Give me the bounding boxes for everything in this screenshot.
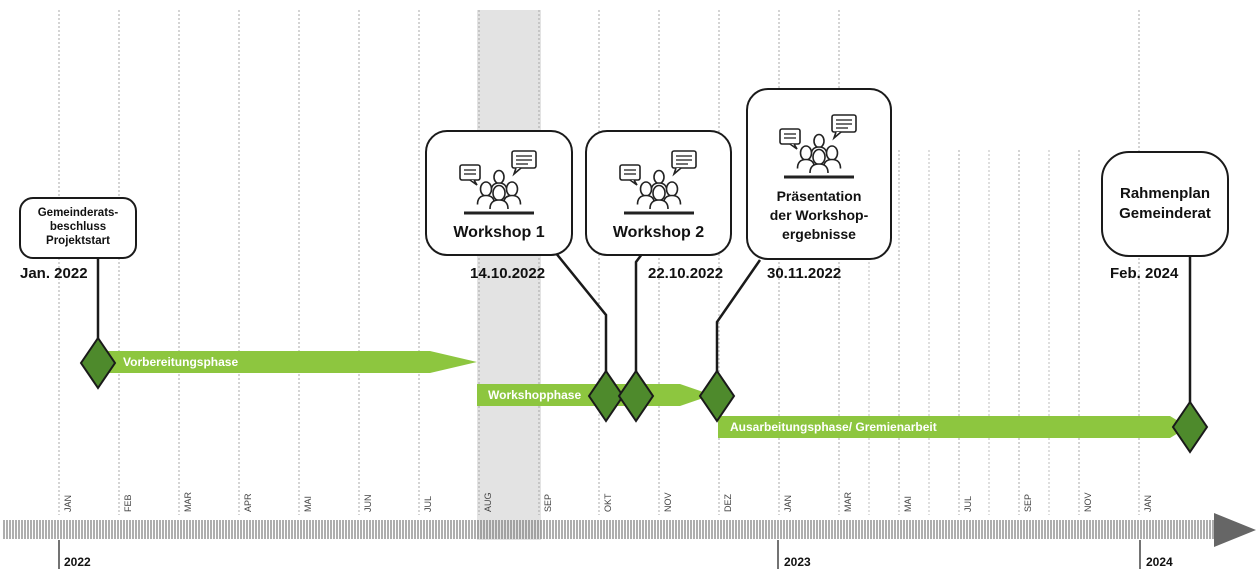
milestone-diamond-projektstart <box>79 336 117 390</box>
milestone-projektstart: Gemeinderats- beschluss Projektstart <box>19 197 137 259</box>
meeting-people-icon <box>456 147 542 219</box>
ruler-arrow <box>1214 513 1256 547</box>
milestone-workshop2: Workshop 2 <box>585 130 732 256</box>
milestone-workshop2-date: 22.10.2022 <box>648 265 724 282</box>
milestone-rahmenplan: Rahmenplan Gemeinderat <box>1101 151 1229 257</box>
milestone-diamond-rahmenplan <box>1171 400 1209 454</box>
phase-arrow-ausarbeitung <box>718 416 1188 438</box>
phase-arrow-vorbereitung <box>100 351 477 373</box>
august-highlight <box>477 10 541 540</box>
phase-label-vorbereitung: Vorbereitungsphase <box>123 355 239 369</box>
month-label: OKT <box>603 493 613 512</box>
month-label: SEP <box>543 493 553 512</box>
month-label: NOV <box>663 492 673 512</box>
milestone-praesentation-date: 30.11.2022 <box>767 265 842 282</box>
month-label: MAI <box>903 495 913 512</box>
milestone-praesentation: Präsentation der Workshop- ergebnisse <box>746 88 892 260</box>
month-label: JUN <box>363 494 373 513</box>
connector-workshop1 <box>554 251 608 384</box>
milestone-diamond-workshop1 <box>587 369 625 423</box>
connector-workshop2 <box>634 249 646 384</box>
phase-label-workshop: Workshopphase <box>488 388 582 402</box>
month-label: DEZ <box>723 494 733 512</box>
month-label: JUL <box>963 495 973 512</box>
month-label: JUL <box>423 495 433 512</box>
month-label: NOV <box>1083 492 1093 512</box>
month-label: MAR <box>843 492 853 512</box>
milestone-projektstart-date: Jan. 2022 <box>20 265 88 282</box>
month-label: APR <box>243 493 253 512</box>
milestone-rahmenplan-date: Feb. 2024 <box>1110 265 1179 282</box>
meeting-people-icon <box>616 147 702 219</box>
month-label: JAN <box>63 494 73 512</box>
month-label: AUG <box>483 492 493 512</box>
meeting-people-icon <box>776 111 862 183</box>
milestone-diamond-workshop2 <box>617 369 655 423</box>
month-label: SEP <box>1023 493 1033 512</box>
year-label-2024: 2024 <box>1146 555 1173 569</box>
timeline-ruler <box>3 520 1214 539</box>
month-label: MAI <box>303 495 313 512</box>
milestone-workshop1-date: 14.10.2022 <box>470 265 546 282</box>
month-label: JAN <box>783 494 793 512</box>
month-gridlines <box>58 10 1140 515</box>
milestone-rahmenplan-label: Rahmenplan Gemeinderat <box>1119 184 1211 222</box>
connector-praesentation <box>715 259 762 384</box>
milestone-workshop1-label: Workshop 1 <box>453 223 545 241</box>
milestone-praesentation-label: Präsentation der Workshop- ergebnisse <box>769 188 869 243</box>
milestone-diamond-praesentation <box>698 369 736 423</box>
month-label: MAR <box>183 492 193 512</box>
month-label: JAN <box>1143 494 1153 512</box>
milestone-workshop2-label: Workshop 2 <box>612 223 705 241</box>
month-label: FEB <box>123 494 133 512</box>
phase-label-ausarbeitung: Ausarbeitungsphase/ Gremienarbeit <box>730 420 937 434</box>
year-label-2022: 2022 <box>64 555 91 569</box>
milestone-workshop1: Workshop 1 <box>425 130 573 256</box>
milestone-projektstart-label: Gemeinderats- beschluss Projektstart <box>37 207 119 247</box>
year-label-2023: 2023 <box>784 555 811 569</box>
